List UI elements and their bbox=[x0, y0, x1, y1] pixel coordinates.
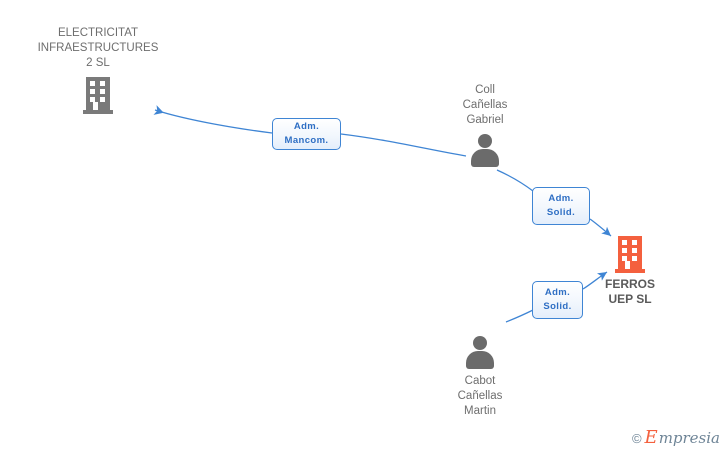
node-label-electricitat: ELECTRICITAT INFRAESTRUCTURES 2 SL bbox=[23, 26, 173, 71]
copyright-icon: © bbox=[631, 430, 642, 446]
person-icon bbox=[462, 336, 498, 369]
edge-label-line-1: Adm. bbox=[548, 193, 574, 204]
edge-label-line-2: Mancom. bbox=[284, 135, 329, 146]
node-label-line-2: Cañellas bbox=[462, 99, 508, 111]
edge-label-line-2: Solid. bbox=[546, 207, 576, 218]
node-label-line-2: UEP SL bbox=[608, 292, 652, 306]
edge-label-line-1: Adm. bbox=[544, 287, 571, 298]
edge-label-adm-solid-martin[interactable]: Adm. Solid. bbox=[532, 281, 583, 319]
building-icon bbox=[615, 236, 645, 273]
node-label-line-2: Cañellas bbox=[457, 390, 503, 402]
node-label-gabriel: Coll Cañellas Gabriel bbox=[420, 83, 550, 128]
edge-label-line-2: Solid. bbox=[543, 301, 572, 312]
edge-gabriel-to-electricitat bbox=[153, 105, 467, 157]
node-label-line-1: Coll bbox=[475, 84, 495, 96]
person-icon bbox=[467, 134, 503, 167]
node-label-line-1: ELECTRICITAT bbox=[57, 27, 139, 39]
empresia-watermark: © E mpresia bbox=[632, 429, 720, 447]
edge-label-adm-mancom[interactable]: Adm. Mancom. bbox=[272, 118, 341, 150]
node-label-ferros: FERROS UEP SL bbox=[570, 277, 690, 307]
node-person-martin[interactable]: Cabot Cañellas Martin bbox=[420, 336, 540, 419]
edge-martin-to-ferros bbox=[505, 271, 608, 323]
node-label-line-3: Gabriel bbox=[466, 114, 504, 126]
edge-label-line-1: Adm. bbox=[293, 121, 320, 132]
node-label-martin: Cabot Cañellas Martin bbox=[420, 374, 540, 419]
edge-gabriel-to-ferros bbox=[496, 169, 612, 237]
node-label-line-3: Martin bbox=[464, 405, 496, 417]
node-person-gabriel[interactable]: Coll Cañellas Gabriel bbox=[420, 83, 550, 167]
edge-label-adm-solid-gabriel[interactable]: Adm. Solid. bbox=[532, 187, 590, 225]
node-label-line-1: Cabot bbox=[464, 375, 496, 387]
brand-name: mpresia bbox=[658, 428, 720, 447]
building-icon bbox=[83, 77, 113, 114]
node-label-line-1: FERROS bbox=[604, 277, 655, 291]
node-company-ferros[interactable]: FERROS UEP SL bbox=[570, 236, 690, 307]
node-label-line-3: 2 SL bbox=[86, 57, 110, 69]
brand-initial: E bbox=[644, 427, 658, 448]
node-label-line-2: INFRAESTRUCTURES bbox=[37, 42, 159, 54]
node-company-electricitat[interactable]: ELECTRICITAT INFRAESTRUCTURES 2 SL bbox=[23, 26, 173, 114]
